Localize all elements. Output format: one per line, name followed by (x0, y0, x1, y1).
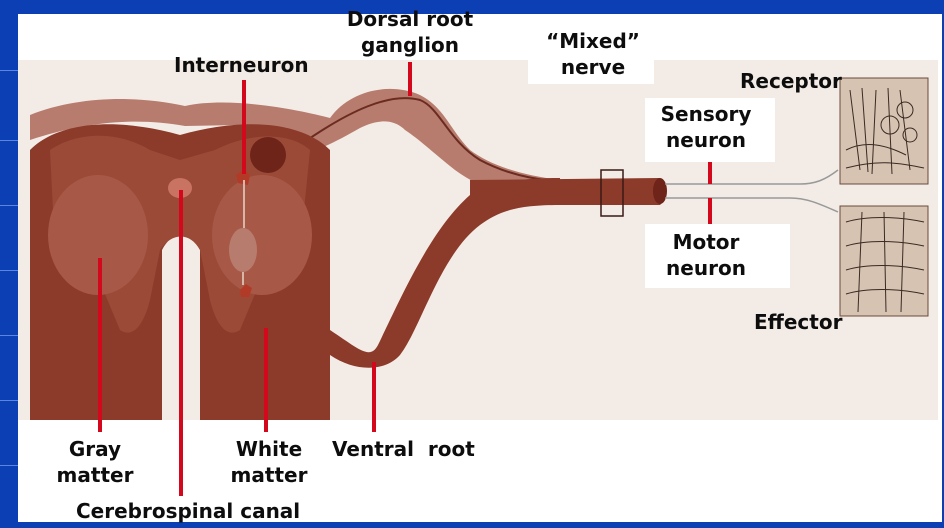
receptor-box (840, 78, 928, 184)
label-dorsal-root-line1: Dorsal root (340, 6, 480, 32)
label-ventral-root: Ventral root (332, 436, 475, 462)
label-dorsal-root-line2: ganglion (340, 32, 480, 58)
label-receptor: Receptor (740, 68, 842, 94)
label-white-line1: White (210, 436, 328, 462)
label-white-line2: matter (210, 462, 328, 488)
label-sensory-line2: neuron (648, 127, 764, 153)
label-dorsal-root-ganglion: Dorsal root ganglion (340, 6, 480, 58)
label-white-matter: White matter (210, 436, 328, 488)
label-gray-matter: Gray matter (40, 436, 150, 488)
label-mixed-line2: nerve (538, 54, 648, 80)
label-sensory-line1: Sensory (648, 101, 764, 127)
label-cerebrospinal-canal: Cerebrospinal canal (76, 498, 300, 524)
label-interneuron: Interneuron (174, 52, 309, 78)
ganglion-cell (250, 137, 286, 173)
mixed-nerve-trunk (470, 178, 666, 205)
label-gray-line2: matter (40, 462, 150, 488)
label-mixed-nerve: “Mixed” nerve (538, 28, 648, 80)
label-motor-line1: Motor (648, 229, 764, 255)
label-sensory-neuron: Sensory neuron (648, 101, 764, 153)
label-motor-line2: neuron (648, 255, 764, 281)
motor-neuron-cell (229, 228, 257, 272)
label-effector: Effector (754, 309, 842, 335)
label-motor-neuron: Motor neuron (648, 229, 764, 281)
label-mixed-line1: “Mixed” (538, 28, 648, 54)
nerve-cut-end (653, 178, 667, 204)
gray-horn-right (212, 175, 312, 295)
label-gray-line1: Gray (40, 436, 150, 462)
